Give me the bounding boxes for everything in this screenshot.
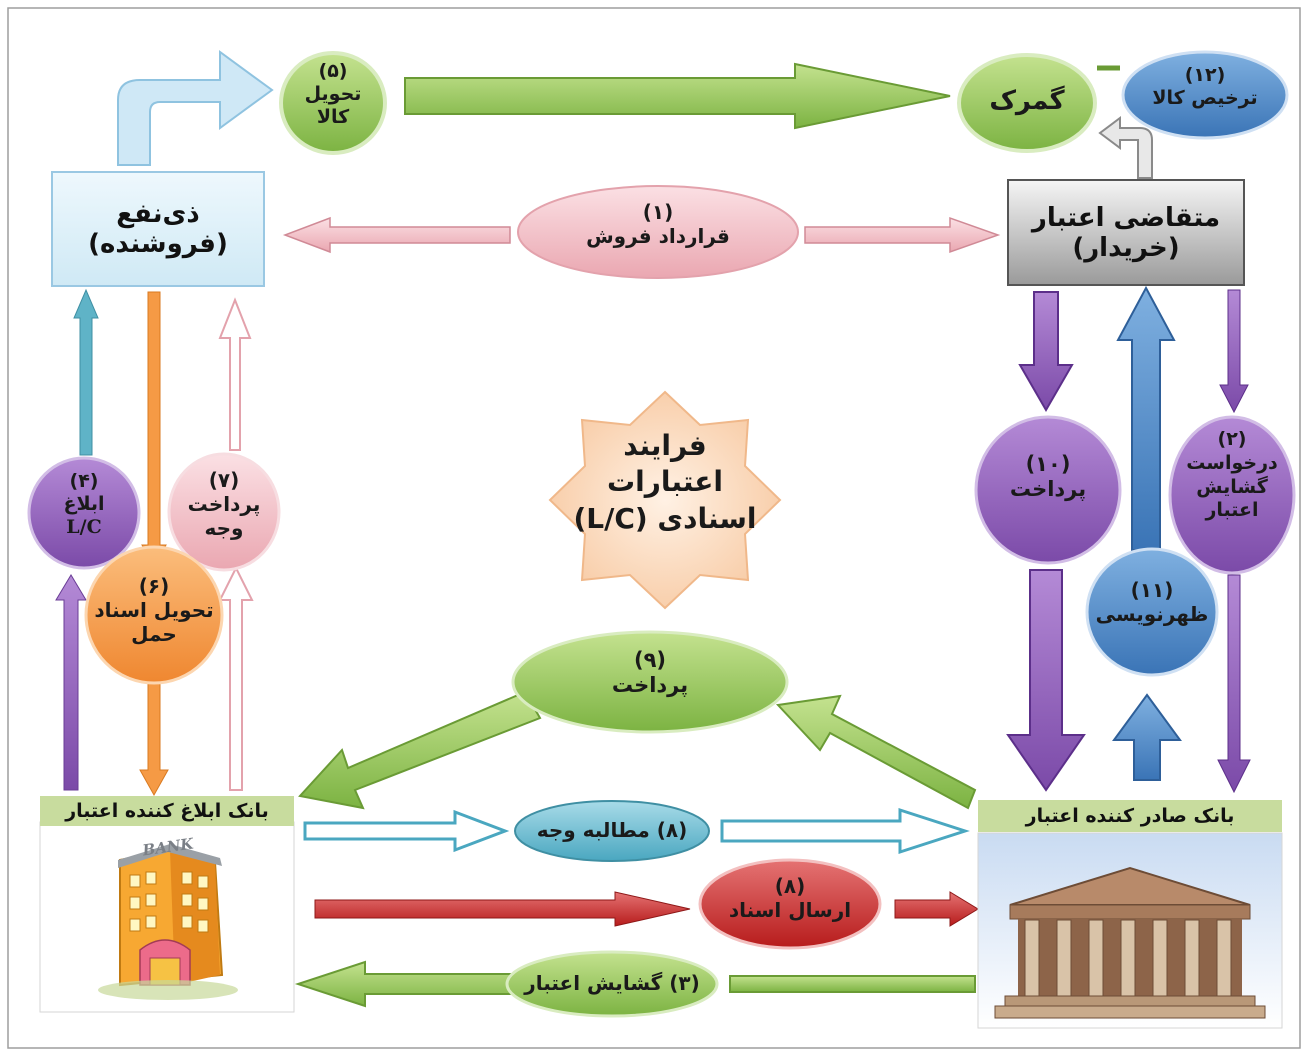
issuing-bank-label: بانک صادر کننده اعتبار: [978, 800, 1282, 832]
arrow-demand-left: [303, 809, 510, 853]
step-9-text: پرداخت: [611, 673, 689, 698]
arrow-opening-right: [729, 975, 976, 993]
step-11-circle: [1085, 547, 1219, 677]
buyer-label: متقاضی اعتبار (خریدار): [1008, 180, 1244, 285]
seller-title: ذی‌نفع: [116, 199, 200, 229]
step-7-text-2: وجه: [204, 516, 244, 540]
customs-circle: [957, 53, 1097, 153]
arrow-request-to-issuing-bank: [1217, 574, 1251, 794]
step-1-ellipse: [517, 185, 799, 279]
step-1-label: (۱) قرارداد فروش: [520, 200, 796, 248]
step-6-circle: [84, 545, 224, 685]
arrow-goods-to-customs: [404, 62, 951, 130]
customs-label: گمرک: [989, 86, 1065, 116]
step-5-text-2: کالا: [316, 105, 350, 128]
step-2-text-1: درخواست: [1186, 451, 1278, 474]
step-8-demand-label: (۸) مطالبه وجه: [536, 818, 688, 842]
step-7-circle: [167, 452, 281, 572]
arrow-documents-right: [894, 891, 979, 927]
buyer-subtitle: (خریدار): [1072, 232, 1180, 263]
arrow-notify-to-seller: [73, 288, 99, 456]
step-5-number: (۵): [318, 60, 348, 82]
step-12-label: (۱۲) ترخیص کالا: [1125, 64, 1285, 110]
step-2-label: (۲) درخواست گشایش اعتبار: [1172, 428, 1292, 523]
center-title: فرایند اعتبارات اسنادی (L/C): [565, 428, 765, 537]
step-3-ellipse: [505, 950, 719, 1018]
arrow-opening-left: [294, 960, 513, 1008]
step-5-text-1: تحویل: [304, 82, 362, 105]
step-8-documents-ellipse: [698, 858, 882, 950]
step-10-number: (۱۰): [1025, 452, 1071, 476]
step-11-number: (۱۱): [1130, 578, 1174, 602]
arrow-issuing-bank-to-payment: [775, 694, 977, 810]
step-8-documents-text: ارسال اسناد: [728, 898, 852, 922]
center-line-1: فرایند: [623, 429, 707, 462]
step-8-documents-label: (۸) ارسال اسناد: [700, 874, 880, 922]
step-11-text: ظهرنویسی: [1095, 602, 1209, 626]
step-10-circle: [974, 415, 1122, 565]
arrow-documents-to-bank: [139, 679, 169, 797]
step-4-circle: [27, 456, 141, 570]
step-8-demand-ellipse: [514, 800, 710, 862]
arrow-contract-to-seller: [282, 216, 511, 254]
arrow-buyer-to-request: [1219, 289, 1249, 414]
seller-subtitle: (فروشنده): [88, 229, 228, 259]
step-2-text-3: اعتبار: [1205, 499, 1259, 522]
center-line-2: اعتبارات: [607, 465, 723, 499]
step-8-documents-number: (۸): [774, 874, 806, 898]
arrow-bank-to-payment: [218, 565, 254, 791]
arrow-bank-to-endorse: [1112, 693, 1182, 781]
step-12-circle: [1121, 50, 1289, 140]
step-5-circle: [279, 51, 387, 155]
arrow-payment-to-issuing-bank: [1006, 569, 1086, 792]
step-3-label: (۳) گشایش اعتبار: [524, 971, 700, 995]
center-star: [548, 390, 782, 610]
step-4-text-1: ابلاغ: [63, 492, 105, 515]
arrow-buyer-to-customs: [1098, 116, 1153, 179]
step-4-text-2: L/C: [66, 515, 102, 538]
step-4-number: (۴): [69, 470, 99, 492]
step-1-text: قرارداد فروش: [586, 224, 730, 248]
arrow-endorse-to-buyer: [1116, 285, 1176, 551]
buyer-title: متقاضی اعتبار: [1031, 202, 1221, 233]
step-9-number: (۹): [633, 648, 667, 672]
step-1-number: (۱): [642, 200, 674, 224]
step-4-label: (۴) ابلاغ L/C: [34, 470, 134, 538]
arrow-demand-right: [720, 807, 970, 855]
arrow-documents-left: [314, 891, 691, 927]
step-9-ellipse: [511, 630, 789, 734]
step-2-number: (۲): [1217, 428, 1247, 450]
step-12-number: (۱۲): [1184, 64, 1226, 86]
arrow-buyer-to-payment: [1018, 291, 1074, 412]
buyer-box: [1007, 179, 1245, 286]
step-10-text: پرداخت: [1009, 477, 1087, 502]
step-5-label: (۵) تحویل کالا: [281, 60, 385, 128]
issuing-bank-building-icon: [994, 866, 1266, 1019]
step-6-number: (۶): [138, 574, 170, 598]
seller-label: ذی‌نفع (فروشنده): [52, 172, 264, 286]
step-10-label: (۱۰) پرداخت: [976, 452, 1120, 502]
step-9-label: (۹) پرداخت: [520, 648, 780, 698]
step-2-circle: [1168, 415, 1296, 575]
seller-box: [51, 171, 265, 287]
center-line-3: اسنادی (L/C): [573, 501, 757, 535]
step-7-number: (۷): [208, 468, 240, 492]
arrow-seller-to-delivery: [117, 50, 274, 166]
arrow-payment-to-seller: [218, 297, 252, 451]
step-12-text: ترخیص کالا: [1152, 86, 1258, 109]
advising-bank-building-icon: [98, 844, 238, 1000]
advising-bank-label: بانک ابلاغ کننده اعتبار: [40, 796, 294, 826]
step-2-text-2: گشایش: [1196, 475, 1268, 498]
step-7-text-1: پرداخت: [187, 492, 261, 516]
arrow-payment-to-advising-bank: [298, 690, 542, 810]
step-6-text-1: تحویل اسناد: [94, 598, 214, 622]
step-6-text-2: حمل: [131, 622, 177, 646]
arrow-contract-to-buyer: [804, 216, 1001, 254]
step-11-label: (۱۱) ظهرنویسی: [1087, 578, 1217, 626]
step-7-label: (۷) پرداخت وجه: [170, 468, 278, 540]
arrow-bank-to-notify: [55, 574, 87, 791]
step-6-label: (۶) تحویل اسناد حمل: [86, 574, 222, 646]
